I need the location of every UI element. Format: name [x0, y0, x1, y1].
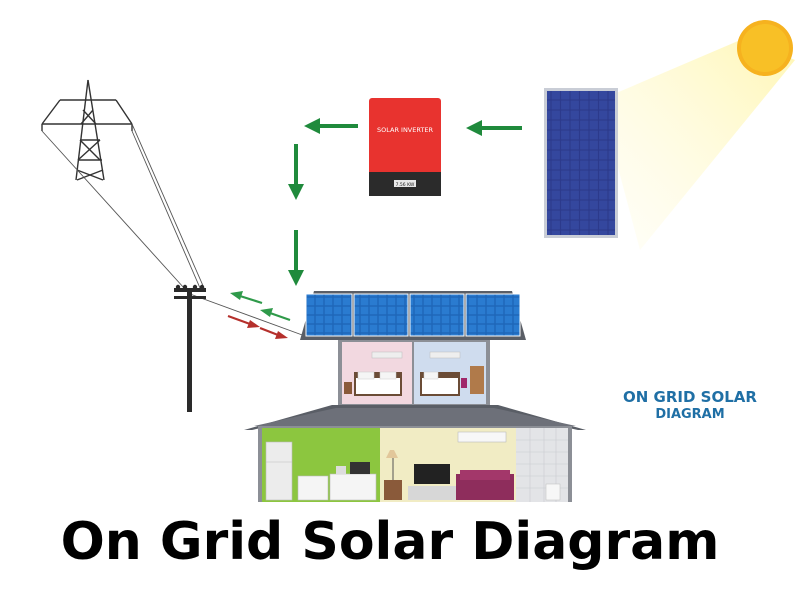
bed-left [354, 371, 402, 396]
kitchen-counter [329, 473, 377, 501]
utility-pole [174, 284, 206, 412]
microwave [350, 462, 370, 474]
solar-panel [544, 88, 618, 238]
flow-arrow-down-lower [288, 230, 304, 286]
flow-arrow-down-upper [288, 144, 304, 200]
television [414, 464, 450, 484]
solar-inverter: SOLAR INVERTER 7.56 KW [369, 98, 441, 196]
rooftop-solar-panels [305, 293, 521, 337]
house-with-rooftop-solar [244, 291, 586, 502]
inverter-name: SOLAR INVERTER [377, 126, 433, 134]
stove [297, 475, 329, 501]
nightstand [344, 382, 352, 394]
toilet [545, 483, 561, 501]
sunlight-beam [600, 38, 795, 250]
inverter-rating: 7.56 KW [396, 182, 415, 188]
sun-icon [737, 20, 793, 76]
bed-right [420, 371, 460, 396]
side-label: ON GRID SOLAR DIAGRAM [600, 388, 780, 423]
page-title: On Grid Solar Diagram [60, 512, 720, 572]
import-arrows [227, 314, 288, 339]
tv-stand [408, 486, 456, 500]
flow-arrow-inverter-to-left [304, 118, 358, 134]
transmission-tower [41, 79, 133, 181]
refrigerator [265, 441, 293, 501]
wall-ac-upper [371, 351, 403, 359]
side-label-line2: DIAGRAM [655, 406, 725, 422]
floor-lamp [386, 450, 398, 458]
side-label-line1: ON GRID SOLAR [623, 388, 757, 406]
flow-arrow-panel-to-inverter [466, 120, 522, 136]
export-arrows [230, 291, 291, 322]
dresser [470, 366, 484, 394]
power-lines [41, 123, 306, 337]
wall-ac-living [457, 431, 507, 443]
